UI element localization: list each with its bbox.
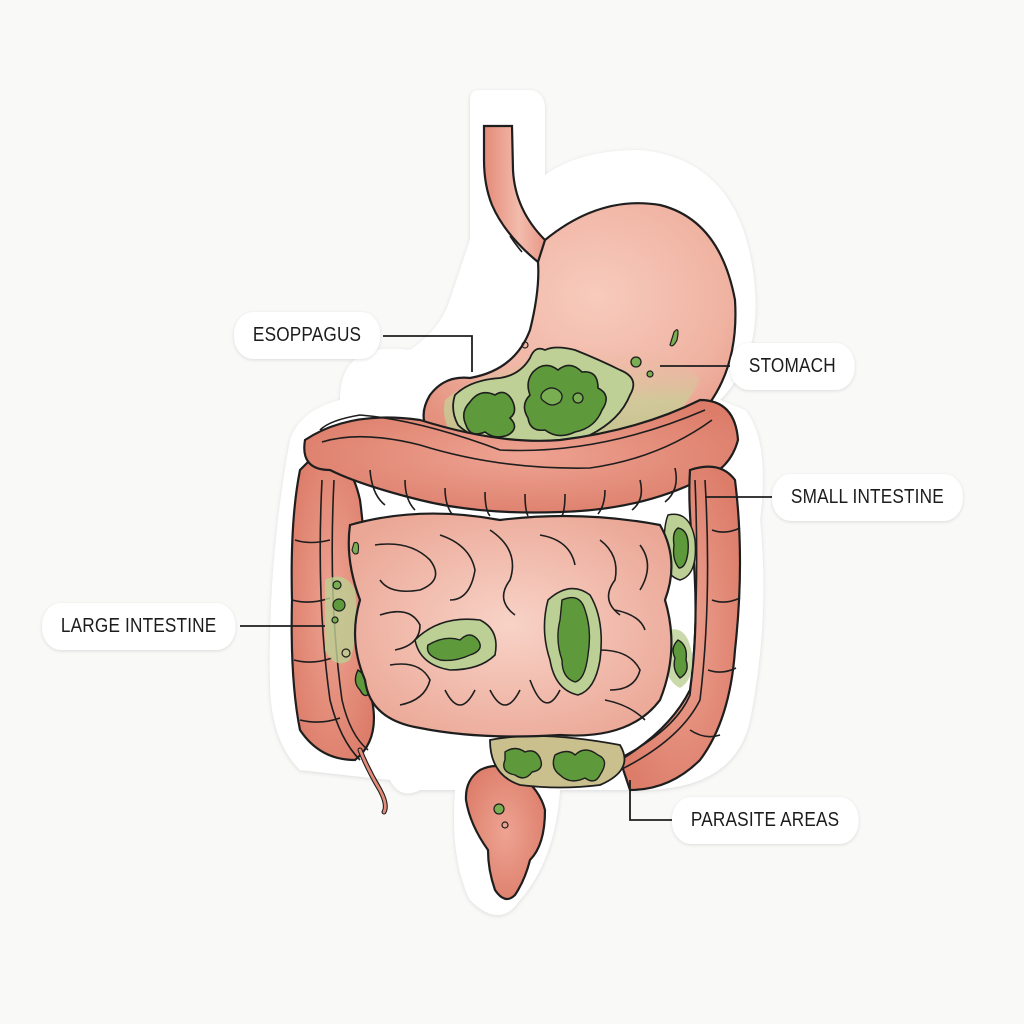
- esophagus-leader: [383, 335, 473, 372]
- leader-lines: [240, 335, 780, 821]
- label-parasite-areas-text: PARASITE AREAS: [690, 809, 840, 831]
- label-parasite-areas: PARASITE AREAS: [672, 797, 859, 844]
- stomach-organ: [422, 202, 737, 470]
- label-stomach: STOMACH: [730, 343, 855, 390]
- large-intestine-organ: [290, 398, 742, 815]
- label-large-intestine-text: LARGE INTESTINE: [60, 615, 217, 637]
- parasite-areas-leader: [629, 780, 680, 821]
- small-intestine-organ: [347, 512, 673, 738]
- esophagus-organ: [482, 124, 557, 264]
- label-small-intestine-text: SMALL INTESTINE: [790, 486, 944, 508]
- label-esophagus: ESOPPAGUS: [234, 312, 381, 359]
- rectum-organ: [464, 735, 626, 901]
- label-stomach-text: STOMACH: [748, 355, 836, 377]
- label-large-intestine: LARGE INTESTINE: [42, 603, 236, 650]
- label-small-intestine: SMALL INTESTINE: [772, 474, 963, 521]
- label-esophagus-text: ESOPPAGUS: [252, 324, 362, 346]
